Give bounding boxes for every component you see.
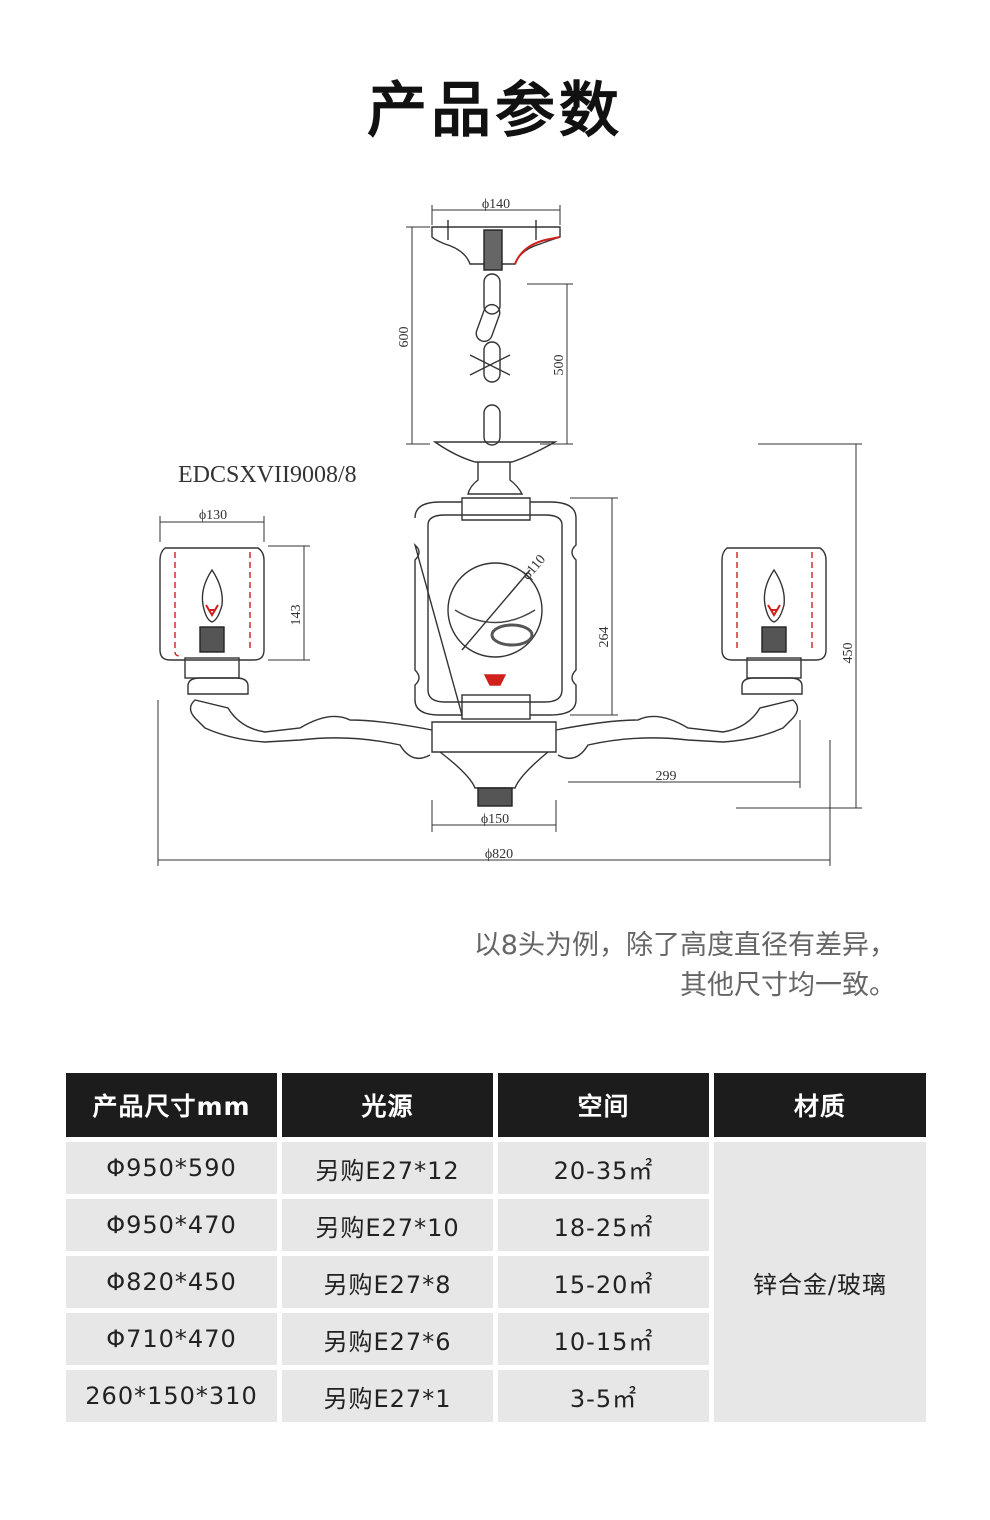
dim-arm-label: 299 <box>656 769 677 784</box>
note-line-2: 其他尺寸均一致。 <box>680 970 896 1001</box>
material-cell: 锌合金/玻璃 <box>714 1142 926 1422</box>
row-2-light: 另购E27*10 <box>282 1199 493 1251</box>
dim-shade-label: ϕ130 <box>199 508 227 523</box>
row-4-light: 另购E27*6 <box>282 1313 493 1365</box>
row-2-space: 18-25㎡ <box>498 1199 709 1251</box>
row-3-size: Φ820*450 <box>66 1256 277 1308</box>
dim-canopy-label: ϕ140 <box>482 197 510 212</box>
header-space: 空间 <box>498 1073 709 1137</box>
dim-overall-label: ϕ820 <box>485 847 513 862</box>
spec-table: 产品尺寸mm 光源 空间 材质 Φ950*590 另购E27*12 20-35㎡… <box>66 1073 926 1423</box>
row-5-light: 另购E27*1 <box>282 1370 493 1422</box>
note-line-1: 以8头为例，除了高度直径有差异， <box>473 930 896 961</box>
row-5-size: 260*150*310 <box>66 1370 277 1422</box>
row-1-space: 20-35㎡ <box>498 1142 709 1194</box>
dim-shade-height-label: 143 <box>289 605 304 626</box>
row-3-light: 另购E27*8 <box>282 1256 493 1308</box>
header-size: 产品尺寸mm <box>66 1073 277 1137</box>
dim-bottom-label: ϕ150 <box>481 812 509 827</box>
header-material: 材质 <box>714 1073 926 1137</box>
row-1-light: 另购E27*12 <box>282 1142 493 1194</box>
dim-center-disc-label: ϕ110 <box>520 552 549 583</box>
row-1-size: Φ950*590 <box>66 1142 277 1194</box>
chandelier-technical-drawing: ϕ140 600 500 EDCSXVII9008/8 ϕ130 143 ϕ11… <box>157 197 862 866</box>
row-3-space: 15-20㎡ <box>498 1256 709 1308</box>
header-light: 光源 <box>282 1073 493 1137</box>
dim-center-body-label: 264 <box>597 627 612 648</box>
row-4-space: 10-15㎡ <box>498 1313 709 1365</box>
dim-height-label: 450 <box>841 643 856 664</box>
row-5-space: 3-5㎡ <box>498 1370 709 1422</box>
model-number: EDCSXVII9008/8 <box>178 462 357 488</box>
page-title: 产品参数 <box>367 76 623 146</box>
row-4-size: Φ710*470 <box>66 1313 277 1365</box>
row-2-size: Φ950*470 <box>66 1199 277 1251</box>
dim-chain-label: 500 <box>552 355 567 376</box>
dim-chain-total-label: 600 <box>397 327 412 348</box>
